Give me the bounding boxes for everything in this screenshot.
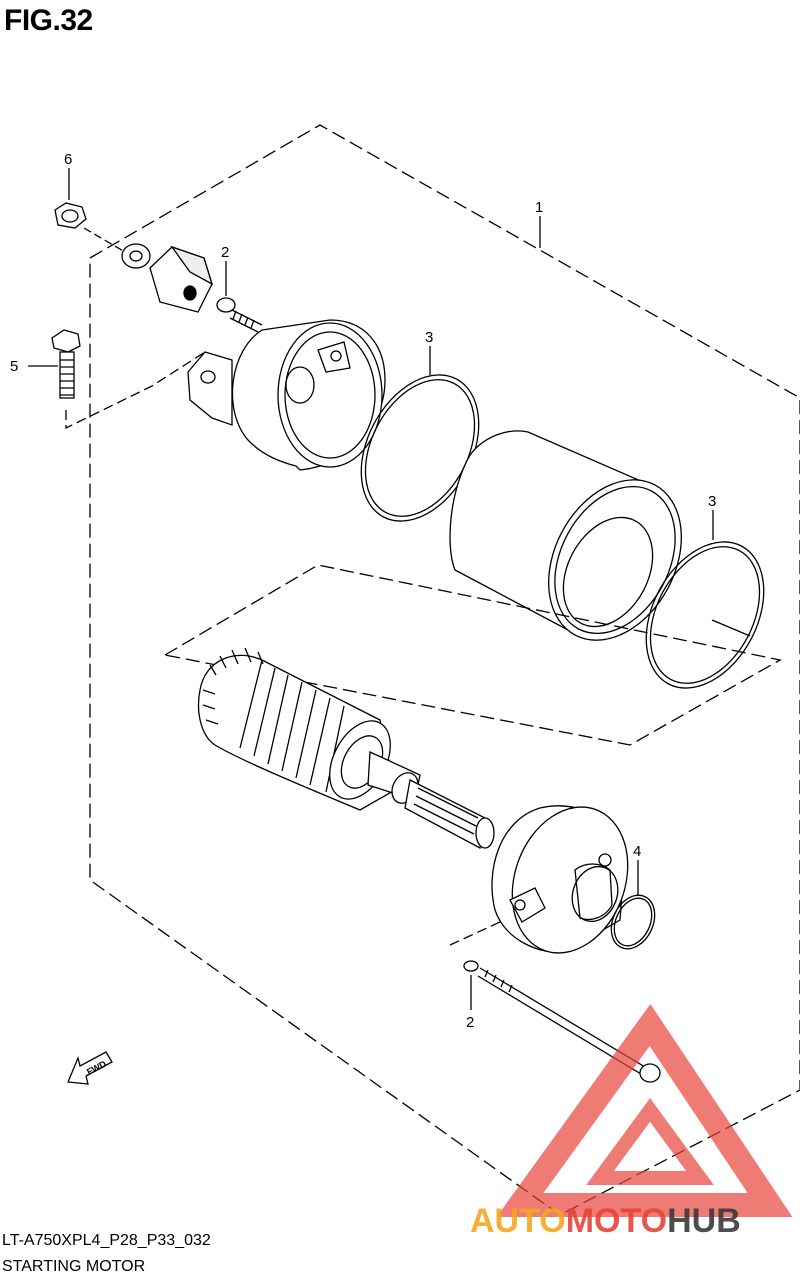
flange-bolt (51, 329, 81, 399)
callout-4: 4 (633, 843, 641, 860)
o-ring-small-bottom (463, 960, 479, 972)
assembly-boundary (89, 124, 800, 1216)
yoke-housing (449, 430, 682, 641)
terminal-stud (229, 309, 263, 333)
watermark-text: AUTOMOTOHUB (470, 1202, 741, 1240)
o-ring-4 (610, 894, 656, 950)
callout-5: 5 (10, 358, 18, 375)
diagram-name: STARTING MOTOR (2, 1258, 146, 1275)
front-housing (491, 805, 629, 954)
o-ring-large-2 (645, 541, 765, 689)
armature (197, 647, 495, 849)
callout-1: 1 (535, 199, 543, 216)
fwd-arrow-icon: FWD (67, 1051, 113, 1085)
watermark-moto: MOTO (566, 1202, 667, 1240)
washer (121, 243, 151, 269)
flange-nut (54, 202, 87, 229)
callout-3-right: 3 (708, 493, 716, 510)
through-bolt (477, 967, 661, 1083)
watermark-hub: HUB (667, 1202, 741, 1240)
watermark-triangle-icon (496, 1003, 793, 1217)
figure-title: FIG.32 (4, 4, 93, 37)
terminal-cap (149, 245, 214, 313)
rear-housing (187, 319, 386, 471)
watermark-auto: AUTO (470, 1202, 566, 1240)
callout-3-top: 3 (425, 329, 433, 346)
o-ring-small-top (216, 297, 236, 313)
callout-2-bottom: 2 (466, 1014, 474, 1031)
callout-2-top: 2 (221, 244, 229, 261)
callout-6: 6 (64, 151, 72, 168)
part-code: LT-A750XPL4_P28_P33_032 (2, 1232, 211, 1249)
